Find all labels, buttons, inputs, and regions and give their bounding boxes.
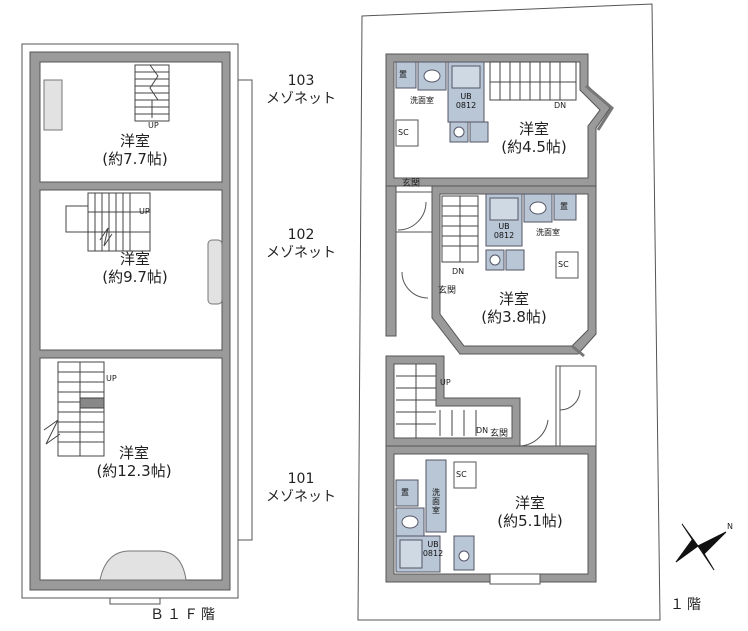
room-name: 洋室 [119, 250, 150, 268]
unit-102-label: 102 メゾネット [256, 226, 346, 262]
room-size: (約5.1帖) [497, 512, 563, 530]
unit-number: 101 [287, 471, 315, 487]
unit-number: 103 [287, 73, 315, 89]
ub-text: UB [460, 92, 472, 101]
ub-text: UB [498, 222, 510, 231]
up-label: UP [106, 374, 117, 383]
ground-room-1-label: 洋室 (約4.5帖) [494, 120, 574, 156]
unit-type: メゾネット [266, 245, 336, 261]
unit-103-label: 103 メゾネット [256, 72, 346, 108]
washer-label: 置 [560, 202, 568, 211]
ub-label: UB 0812 [490, 222, 518, 240]
up-label: UP [148, 121, 159, 130]
ub-size: 0812 [493, 231, 515, 240]
site-boundary [357, 3, 661, 621]
sc-label: SC [456, 470, 467, 479]
up-label: UP [440, 378, 451, 387]
entrance-label: 玄関 [402, 179, 421, 189]
compass-north-label: N [727, 522, 733, 531]
unit-101-label: 101 メゾネット [256, 470, 346, 506]
room-size: (約12.3帖) [96, 462, 172, 480]
room-size: (約4.5帖) [501, 138, 567, 156]
ub-size: 0812 [422, 549, 444, 558]
basement-plan [21, 43, 253, 605]
basement-room-1-label: 洋室 (約7.7帖) [90, 132, 180, 168]
unit-type: メゾネット [266, 91, 336, 107]
washroom-char: 室 [432, 506, 440, 515]
basement-floor-label: Ｂ１Ｆ階 [150, 607, 218, 623]
room-size: (約9.7帖) [102, 268, 168, 286]
compass-icon [675, 523, 727, 571]
ub-label: UB 0812 [422, 540, 444, 558]
ground-room-3-label: 洋室 (約5.1帖) [490, 494, 570, 530]
washer-label: 置 [399, 70, 407, 79]
dn-label: DN [476, 426, 489, 435]
ub-label: UB 0812 [452, 92, 480, 110]
sc-label: SC [558, 260, 569, 269]
ub-text: UB [427, 540, 439, 549]
dn-label: DN [452, 267, 465, 276]
ground-room-2-label: 洋室 (約3.8帖) [474, 290, 554, 326]
washroom-vertical-label: 洗 面 室 [429, 488, 443, 515]
basement-room-2-label: 洋室 (約9.7帖) [90, 250, 180, 286]
room-size: (約3.8帖) [481, 308, 547, 326]
washer-label: 置 [401, 488, 409, 497]
unit-number: 102 [287, 227, 315, 243]
sc-label: SC [398, 128, 409, 137]
washroom-char: 面 [432, 497, 440, 506]
ground-floor-label: １階 [670, 597, 704, 613]
washroom-char: 洗 [432, 488, 440, 497]
room-name: 洋室 [518, 120, 549, 138]
unit-type: メゾネット [266, 489, 336, 505]
room-name: 洋室 [118, 444, 149, 462]
washroom-label: 洗面室 [536, 228, 560, 237]
room-name: 洋室 [514, 494, 545, 512]
room-name: 洋室 [119, 132, 150, 150]
basement-room-3-label: 洋室 (約12.3帖) [84, 444, 184, 480]
washroom-label: 洗面室 [410, 96, 434, 105]
dn-label: DN [554, 101, 567, 110]
ub-size: 0812 [455, 101, 477, 110]
ground-plan [385, 53, 614, 585]
entrance-label: 玄関 [490, 429, 509, 439]
room-name: 洋室 [498, 290, 529, 308]
entrance-label: 玄関 [438, 286, 457, 296]
room-size: (約7.7帖) [102, 150, 168, 168]
up-label: UP [139, 207, 150, 216]
